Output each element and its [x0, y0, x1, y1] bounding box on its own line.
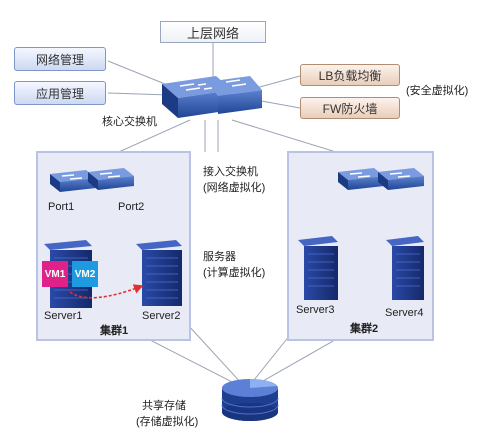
- access-switch-cluster2-right-icon: [378, 168, 424, 190]
- access-switch-port1-icon: [50, 170, 96, 192]
- port2-label: Port2: [118, 201, 145, 213]
- port1-label: Port1: [48, 201, 75, 213]
- network-management-box: 网络管理: [14, 47, 106, 71]
- lb-load-balancer-box: LB负载均衡: [300, 64, 400, 86]
- fw-firewall-box: FW防火墙: [300, 97, 400, 119]
- cluster1-label: 集群1: [100, 325, 129, 337]
- compute-virtualization-label: (计算虚拟化): [203, 267, 266, 279]
- access-switch-label: 接入交换机: [203, 166, 258, 178]
- vm2-badge: VM2: [72, 261, 98, 287]
- security-virtualization-label: (安全虚拟化): [406, 85, 469, 97]
- server2-label: Server2: [142, 310, 181, 322]
- access-switch-cluster2-left-icon: [338, 168, 384, 190]
- storage-virtualization-label: (存储虚拟化): [136, 416, 199, 428]
- servers-label: 服务器: [203, 251, 236, 263]
- server1-label: Server1: [44, 310, 83, 322]
- server4-label: Server4: [385, 307, 424, 319]
- application-management-box: 应用管理: [14, 81, 106, 105]
- vm1-badge: VM1: [42, 261, 68, 287]
- server3-label: Server3: [296, 304, 335, 316]
- upper-network-box: 上层网络: [160, 21, 266, 43]
- network-virtualization-label: (网络虚拟化): [203, 182, 266, 194]
- core-switch-label: 核心交换机: [102, 116, 157, 128]
- core-to-storage-lines: [204, 120, 219, 152]
- server2-icon: [136, 240, 182, 306]
- shared-storage-icon: [221, 379, 279, 421]
- server4-icon: [386, 236, 424, 300]
- server3-icon: [298, 236, 338, 300]
- shared-storage-label: 共享存储: [142, 400, 186, 412]
- access-switch-port2-icon: [88, 168, 134, 190]
- cluster2-label: 集群2: [350, 323, 379, 335]
- core-switch-icon: [162, 76, 262, 118]
